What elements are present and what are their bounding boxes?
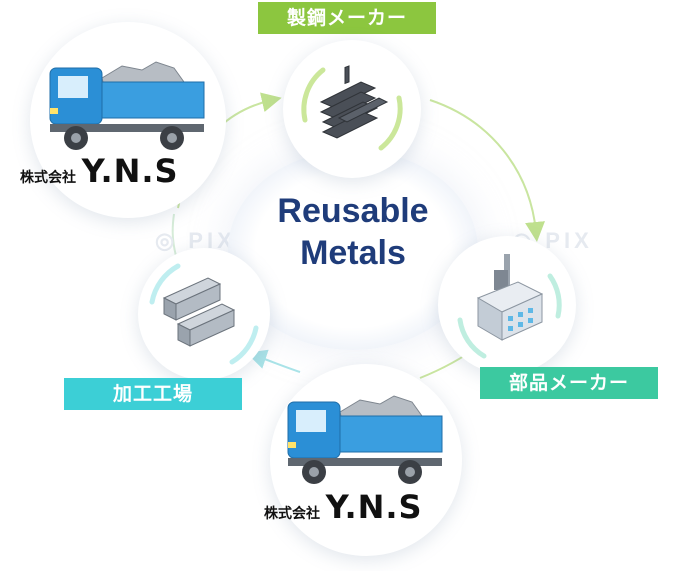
steel-maker-node xyxy=(283,40,421,178)
truck-node-top xyxy=(30,22,226,218)
arrow-truck-to-plant xyxy=(246,349,301,373)
steel-maker-label: 製鋼メーカー xyxy=(258,2,436,34)
company-name-top: 株式会社 Y.N.S xyxy=(20,152,179,190)
parts-maker-label: 部品メーカー xyxy=(480,367,658,399)
steel-beams-icon xyxy=(301,65,403,151)
truck-node-bottom xyxy=(270,364,462,556)
company-name-bottom: 株式会社 Y.N.S xyxy=(264,488,423,526)
dump-truck-icon xyxy=(287,395,443,484)
factory-icon xyxy=(457,254,562,359)
company-prefix: 株式会社 xyxy=(20,170,76,186)
center-title-line1: Reusable xyxy=(277,192,429,230)
dump-truck-icon xyxy=(49,61,205,150)
arrow-steel-to-parts xyxy=(429,99,545,242)
company-prefix: 株式会社 xyxy=(264,506,320,522)
arrow-plant-up xyxy=(171,213,177,257)
center-title: Reusable Metals xyxy=(228,190,478,274)
warehouse-buildings-icon xyxy=(149,263,259,365)
center-title-line2: Metals xyxy=(300,234,406,272)
company-name: Y.N.S xyxy=(81,152,179,190)
processing-plant-node xyxy=(138,248,270,380)
processing-plant-label: 加工工場 xyxy=(64,378,242,410)
company-name: Y.N.S xyxy=(325,488,423,526)
parts-maker-node xyxy=(438,236,576,374)
